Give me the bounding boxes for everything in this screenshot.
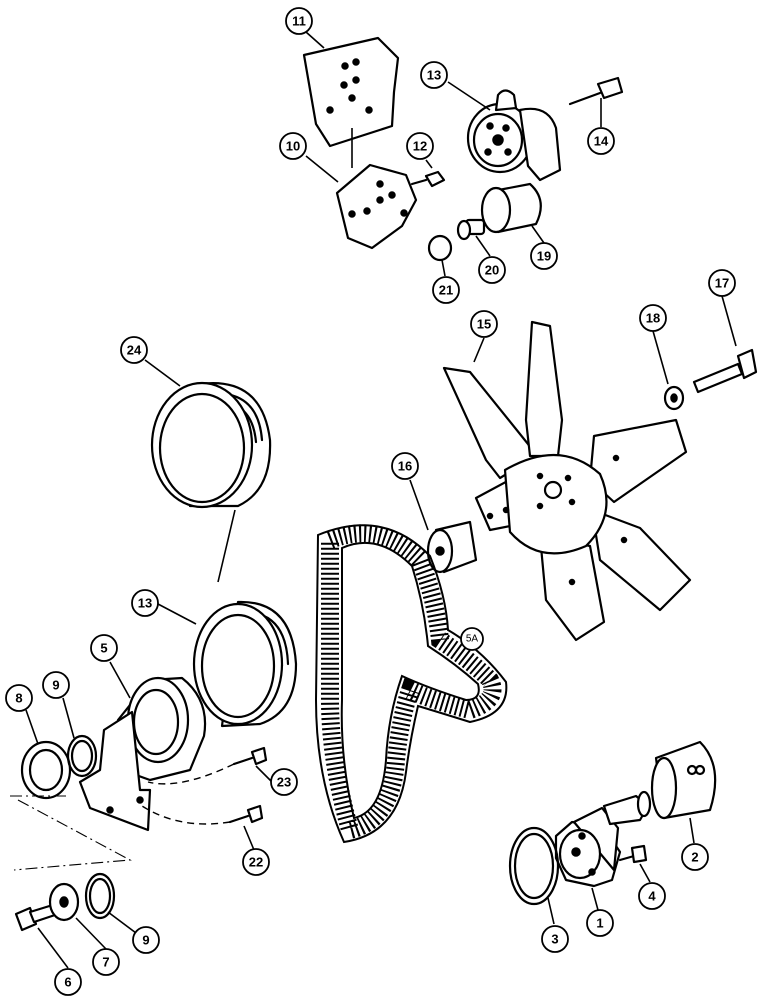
svg-text:3: 3 — [551, 932, 558, 947]
svg-text:18: 18 — [646, 311, 660, 326]
bracket-bolt-upper — [232, 746, 268, 766]
svg-text:19: 19 — [537, 249, 551, 264]
fan-hub-bracket — [78, 676, 207, 832]
callout-23: 23 — [270, 768, 298, 796]
callout-13-lower: 13 — [131, 589, 159, 617]
callout-11: 11 — [285, 7, 313, 35]
svg-text:10: 10 — [286, 139, 300, 154]
callout-15: 15 — [470, 310, 498, 338]
svg-text:4: 4 — [648, 889, 656, 904]
bracket-bolt-lower — [228, 804, 264, 824]
svg-text:7: 7 — [102, 955, 109, 970]
svg-text:15: 15 — [477, 317, 491, 332]
assembly-axis — [10, 795, 132, 871]
pump-o-ring — [508, 826, 560, 906]
fan-bolt — [692, 348, 758, 394]
fan-spacer — [426, 520, 478, 574]
plate-bolt — [410, 170, 446, 188]
callout-12: 12 — [406, 132, 434, 160]
leader-lines — [25, 31, 737, 969]
belt-tensioner — [466, 89, 562, 182]
callout-8: 8 — [5, 684, 33, 712]
dust-cap — [427, 234, 453, 262]
callout-3: 3 — [541, 925, 569, 953]
idler-pulley — [480, 182, 542, 234]
svg-text:13: 13 — [427, 68, 441, 83]
lower-mounting-plate — [335, 163, 418, 250]
drive-belt — [314, 524, 508, 844]
pulley-stud — [456, 218, 486, 241]
callout-21: 21 — [432, 276, 460, 304]
snap-ring-lower — [84, 872, 116, 920]
svg-text:12: 12 — [413, 139, 427, 154]
cooling-fan — [442, 320, 692, 642]
svg-text:6: 6 — [64, 975, 71, 990]
svg-text:21: 21 — [439, 283, 453, 298]
callout-4: 4 — [638, 882, 666, 910]
svg-text:17: 17 — [715, 276, 729, 291]
crankshaft-pulley — [150, 381, 272, 583]
snap-ring-upper — [66, 734, 98, 778]
svg-text:22: 22 — [249, 855, 263, 870]
oil-seal — [20, 740, 72, 800]
callout-9-upper: 9 — [42, 671, 70, 699]
svg-text:5: 5 — [100, 641, 107, 656]
pump-sleeve — [650, 740, 717, 820]
svg-text:13: 13 — [138, 596, 152, 611]
svg-text:1: 1 — [596, 916, 603, 931]
callout-20: 20 — [478, 256, 506, 284]
upper-mounting-plate — [302, 36, 400, 168]
svg-text:5A: 5A — [466, 634, 479, 645]
svg-text:14: 14 — [594, 134, 609, 149]
svg-text:2: 2 — [691, 850, 698, 865]
tensioner-bolt — [568, 76, 624, 106]
hub-washer — [48, 882, 80, 922]
hub-pulley — [192, 600, 298, 728]
callout-5: 5 — [90, 634, 118, 662]
callout-10: 10 — [279, 132, 307, 160]
callout-19: 19 — [530, 242, 558, 270]
svg-text:20: 20 — [485, 263, 499, 278]
svg-text:16: 16 — [398, 459, 412, 474]
callout-24: 24 — [120, 336, 148, 364]
callout-14: 14 — [587, 127, 615, 155]
water-pump — [554, 790, 652, 888]
callout-13-upper: 13 — [420, 61, 448, 89]
callout-7: 7 — [92, 948, 120, 976]
svg-text:24: 24 — [127, 343, 142, 358]
svg-text:23: 23 — [277, 775, 291, 790]
callout-17: 17 — [708, 269, 736, 297]
callout-6: 6 — [54, 968, 82, 996]
callout-2: 2 — [681, 843, 709, 871]
alignment-line-upper — [147, 763, 235, 785]
callout-1: 1 — [586, 909, 614, 937]
callout-18: 18 — [639, 304, 667, 332]
alignment-line-lower — [141, 805, 231, 825]
callout-22: 22 — [242, 848, 270, 876]
callout-5a: 5A — [460, 627, 484, 651]
svg-text:9: 9 — [142, 933, 149, 948]
pump-bolt — [618, 844, 648, 864]
svg-text:11: 11 — [292, 14, 306, 29]
svg-text:9: 9 — [52, 678, 59, 693]
fan-washer — [663, 385, 685, 411]
callout-9-lower: 9 — [132, 926, 160, 954]
callout-16: 16 — [391, 452, 419, 480]
svg-text:8: 8 — [15, 691, 22, 706]
